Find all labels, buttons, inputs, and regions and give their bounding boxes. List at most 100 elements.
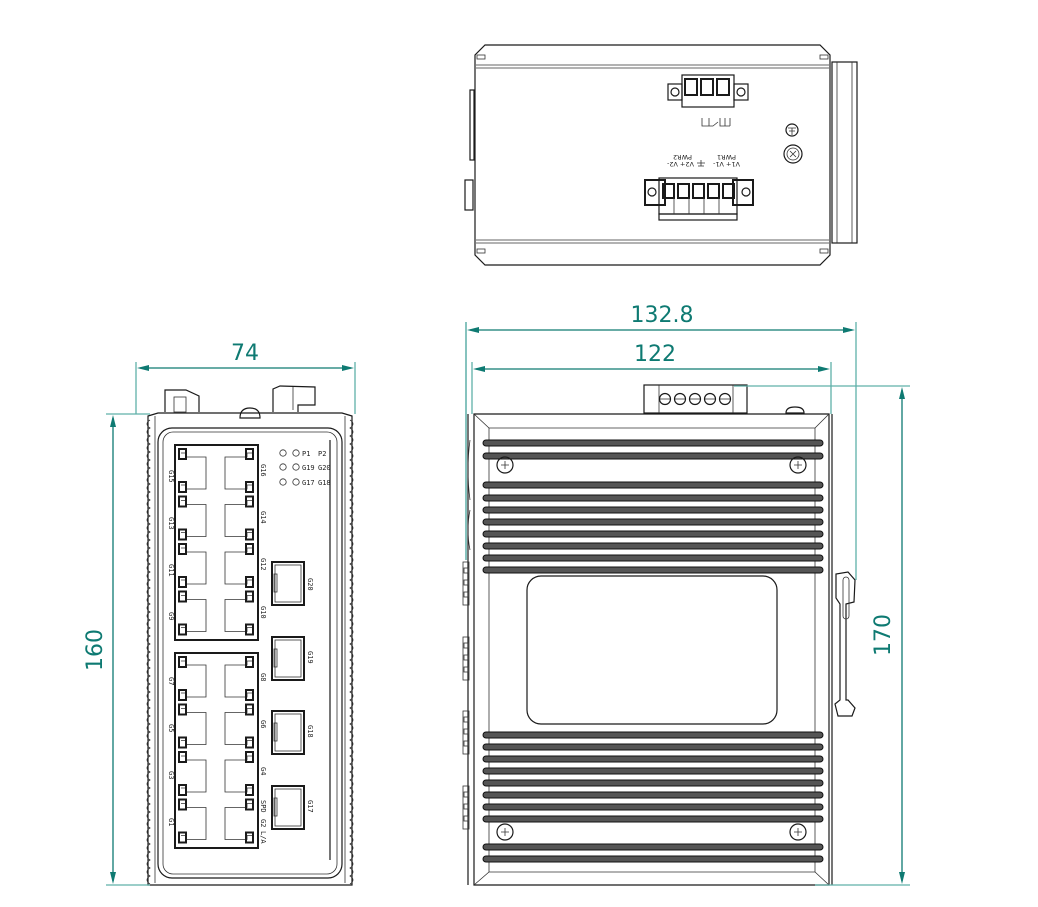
heatsink-fins bbox=[482, 439, 824, 863]
heatsink-fin bbox=[482, 743, 824, 751]
led-indicator bbox=[279, 449, 287, 457]
heatsink-fin bbox=[482, 542, 824, 550]
din-rail-clip-top bbox=[831, 61, 858, 244]
heatsink-fin bbox=[482, 494, 824, 502]
port-profile-slot bbox=[463, 728, 469, 735]
rj45-led bbox=[178, 481, 187, 493]
arrowhead bbox=[467, 327, 479, 333]
rj45-led bbox=[178, 784, 187, 796]
screw-icon bbox=[496, 823, 514, 841]
terminal-screw-icon bbox=[673, 392, 687, 406]
port-profile bbox=[462, 710, 470, 755]
terminal-screw-icon bbox=[658, 392, 672, 406]
port-profile-slot bbox=[463, 740, 469, 747]
arrowhead bbox=[110, 415, 116, 427]
port-label-g10: G10 bbox=[259, 606, 267, 619]
chassis-wavy-edge-right bbox=[349, 419, 354, 885]
heatsink-fin bbox=[482, 815, 824, 823]
sfp-opening bbox=[274, 713, 302, 752]
led-legend-spd: SPD bbox=[259, 800, 267, 813]
heatsink-fin bbox=[482, 779, 824, 787]
port-profile bbox=[462, 561, 470, 606]
led-indicator bbox=[279, 463, 287, 471]
side-chassis-bevel bbox=[473, 413, 830, 886]
top-view-corner bbox=[819, 54, 829, 60]
heatsink-fin bbox=[482, 452, 824, 460]
ground-screw-icon bbox=[783, 144, 803, 164]
rj45-led bbox=[245, 689, 254, 701]
top-view-corner bbox=[819, 248, 829, 254]
rj45-led bbox=[178, 656, 187, 668]
heatsink-fin bbox=[482, 439, 824, 447]
front-panel-inner bbox=[162, 431, 338, 875]
port-label-g8: G8 bbox=[259, 673, 267, 681]
sfp-latch bbox=[273, 573, 278, 593]
arrowhead bbox=[137, 365, 149, 371]
rj45-led bbox=[178, 495, 187, 508]
port-profile-slot bbox=[463, 654, 469, 661]
front-power-connector bbox=[272, 385, 316, 412]
heatsink-fin bbox=[482, 843, 824, 851]
screw-icon bbox=[789, 823, 807, 841]
dimension-label-depth-body: 122 bbox=[634, 342, 676, 367]
dimension-122: 122 bbox=[471, 342, 832, 414]
rj45-led bbox=[245, 590, 254, 603]
rj45-block-upper bbox=[174, 444, 259, 641]
sfp-latch bbox=[273, 648, 278, 668]
side-power-terminal bbox=[643, 384, 748, 414]
screw-icon bbox=[789, 456, 807, 474]
front-relay-connector bbox=[164, 389, 200, 412]
side-view bbox=[462, 384, 856, 886]
sfp-cage bbox=[271, 561, 305, 606]
rj45-led bbox=[245, 831, 254, 844]
screw-cross bbox=[794, 828, 802, 836]
sfp-label-g18: G18 bbox=[306, 725, 314, 738]
led-label-g18: G18 bbox=[318, 479, 331, 487]
top-view-corner bbox=[476, 248, 486, 254]
dimension-170: 170 bbox=[734, 385, 910, 886]
ground-screw-cross bbox=[789, 150, 797, 158]
relay-connector bbox=[667, 74, 749, 108]
port-label-g6: G6 bbox=[259, 720, 267, 728]
rj45-led bbox=[245, 623, 254, 636]
screw-icon bbox=[670, 87, 680, 97]
port-label-g7: G7 bbox=[167, 677, 175, 685]
sfp-latch bbox=[273, 797, 278, 817]
rj45-led bbox=[245, 528, 254, 541]
side-port-profiles bbox=[462, 439, 471, 830]
sfp-cage bbox=[271, 636, 305, 681]
led-indicator bbox=[279, 478, 287, 486]
led-indicator bbox=[292, 463, 300, 471]
rj45-led bbox=[245, 751, 254, 763]
rj45-block-lower bbox=[174, 652, 259, 849]
power-labels: PWR1 V1+ V1- PWR2 V2+ V2- bbox=[666, 153, 740, 168]
sfp-cage bbox=[271, 710, 305, 755]
port-profile-slot bbox=[463, 591, 469, 598]
ground-symbol-glyph bbox=[788, 127, 796, 135]
sfp-opening bbox=[274, 639, 302, 678]
rj45-led bbox=[178, 528, 187, 541]
port-profile-slot bbox=[463, 567, 469, 574]
screw-icon bbox=[496, 456, 514, 474]
led-legend-la: L/A bbox=[259, 831, 267, 844]
port-label-g5: G5 bbox=[167, 724, 175, 732]
dimension-74: 74 bbox=[135, 341, 356, 414]
led-label-p2: P2 bbox=[318, 450, 326, 458]
heatsink-fin bbox=[482, 731, 824, 739]
arrowhead bbox=[899, 872, 905, 884]
port-label-g4: G4 bbox=[259, 767, 267, 775]
v1-label: V1+ V1- bbox=[712, 160, 740, 168]
port-profile bbox=[462, 785, 470, 830]
rj45-led bbox=[178, 590, 187, 603]
port-profile-slot bbox=[463, 815, 469, 822]
port-label-g2: G2 bbox=[259, 819, 267, 827]
led-label-p1: P1 bbox=[302, 450, 310, 458]
sfp-opening bbox=[274, 788, 302, 827]
rj45-led bbox=[178, 703, 187, 716]
front-relay-inner bbox=[173, 396, 187, 413]
rj45-led bbox=[178, 798, 187, 811]
top-view-outline bbox=[474, 44, 831, 266]
top-view: PWR1 V1+ V1- PWR2 V2+ V2- bbox=[464, 44, 858, 266]
port-profile-slot bbox=[463, 579, 469, 586]
rj45-labels-left: G15 G13 G11 G9 G7 G5 G3 G1 bbox=[167, 470, 175, 826]
